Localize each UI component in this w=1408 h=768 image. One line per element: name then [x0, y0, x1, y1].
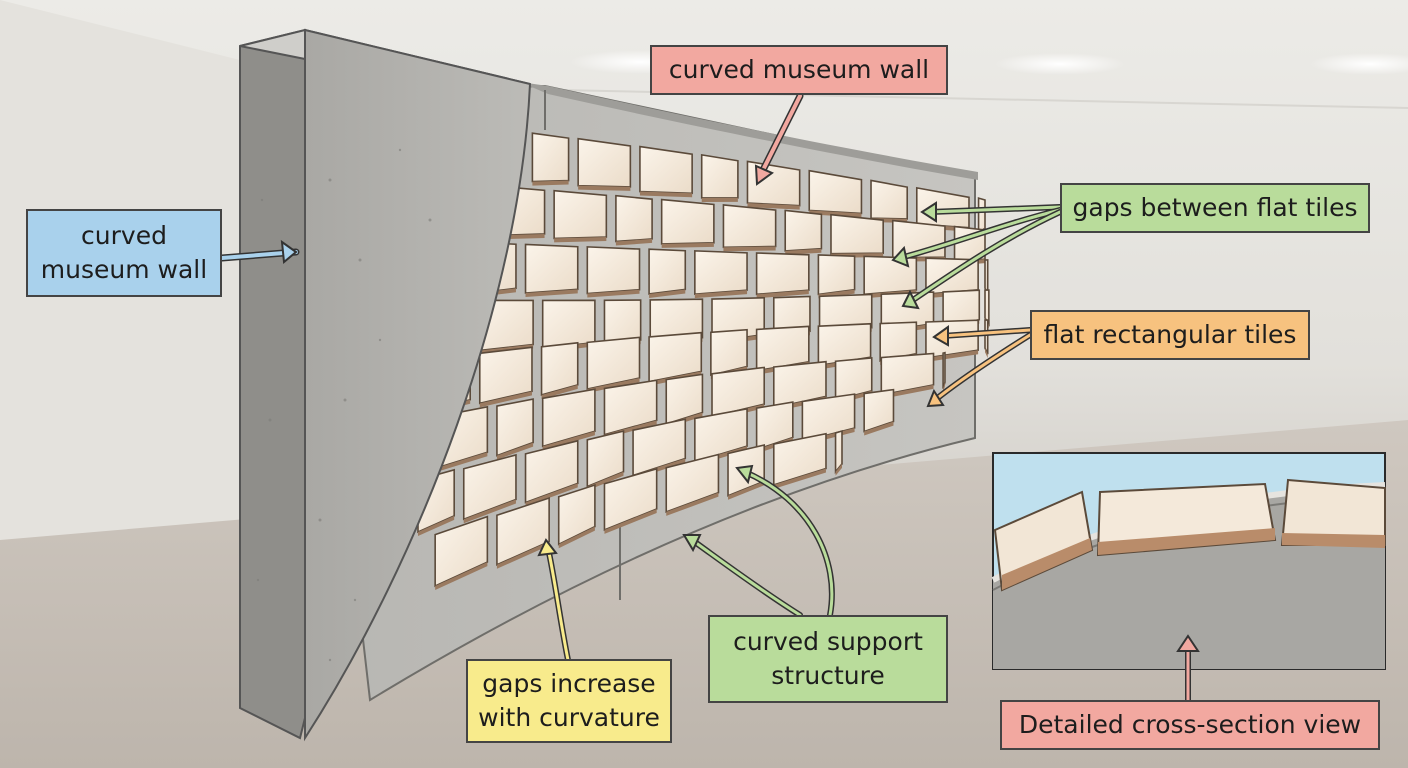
- wall-tile: [784, 209, 823, 252]
- wall-tile-edge: [881, 384, 934, 399]
- wall-tile: [711, 366, 766, 418]
- wall-tile-edge: [728, 481, 765, 500]
- label-flat-tiles: flat rectangular tiles: [1030, 310, 1310, 360]
- wall-tile: [586, 246, 641, 295]
- wall-tile-edge: [747, 203, 800, 210]
- wall-tile: [801, 393, 856, 443]
- wall-tile: [879, 321, 918, 363]
- ceiling-light-2: [995, 53, 1125, 75]
- wall-tile-edge: [925, 350, 979, 363]
- wall-tile: [694, 250, 748, 296]
- wall-tile-edge: [864, 421, 894, 436]
- wall-tile-edge: [532, 180, 569, 186]
- wall-tile: [603, 379, 658, 436]
- wall-tile-edge: [587, 378, 640, 394]
- wall-tile-edge: [496, 541, 550, 569]
- wall-tile-edge: [587, 471, 624, 491]
- cross-section-tile-1: [993, 490, 1094, 592]
- wall-tile: [977, 197, 986, 234]
- wall-tile: [863, 255, 918, 296]
- label-wall-top: curved museum wall: [650, 45, 948, 95]
- label-gaps-increase: gaps increase with curvature: [466, 659, 672, 743]
- wall-tile-edge: [666, 492, 719, 516]
- wall-tile-edge: [479, 391, 532, 408]
- cross-section-tile-3: [1280, 478, 1386, 548]
- wall-tile-edge: [604, 508, 657, 534]
- wall-tile-edge: [809, 210, 862, 218]
- wall-tile: [808, 169, 863, 215]
- label-wall-left: curved museum wall: [26, 209, 222, 297]
- wall-tile-edge: [723, 246, 776, 252]
- wall-tile: [615, 194, 653, 243]
- pillar-front: [304, 28, 532, 742]
- wall-tile-edge: [785, 248, 822, 255]
- pointer-arrows: [218, 92, 1200, 703]
- pillar-side: [239, 28, 306, 740]
- pillar-texture: [256, 148, 432, 662]
- wall-tile-edge: [649, 289, 686, 298]
- wall-tile-edge: [694, 290, 748, 299]
- wall-tile: [639, 145, 693, 195]
- wall-tile: [648, 248, 687, 295]
- wall-tile: [830, 213, 884, 255]
- wall-tile-edge: [496, 442, 534, 460]
- wall-tile-edge: [773, 468, 826, 489]
- wall-tile-edge: [463, 499, 516, 524]
- cross-section-tile-2: [1096, 482, 1277, 557]
- wall-tile: [541, 388, 596, 448]
- wall-tile: [541, 299, 596, 350]
- wall-tile-edge: [554, 237, 607, 243]
- ceiling-light-3: [1310, 53, 1408, 75]
- label-cross-section: Detailed cross-section view: [1000, 700, 1380, 750]
- wall-tile: [603, 299, 642, 348]
- wall-tile: [710, 328, 748, 377]
- wall-tile: [553, 189, 608, 240]
- wall-tile: [700, 153, 739, 199]
- wall-tile-edge: [615, 238, 653, 246]
- wall-tile: [755, 252, 810, 296]
- wall-tile: [665, 453, 720, 514]
- wall-tile-edge: [435, 452, 488, 473]
- wall-tile-edge: [587, 289, 640, 298]
- wall-tile-edge: [541, 384, 578, 399]
- wall-tile: [434, 515, 489, 588]
- wall-tile-edge: [558, 526, 595, 549]
- wall-tile-edge: [578, 185, 631, 191]
- wall-tile-edge: [756, 290, 809, 299]
- wall-tile: [524, 243, 579, 294]
- wall-tile-edge: [418, 515, 455, 536]
- wall-tile: [722, 204, 777, 249]
- wall-tile-edge: [661, 242, 714, 248]
- wall-tile: [880, 352, 935, 396]
- wall-tile-edge: [639, 191, 693, 198]
- cross-section-inset: [991, 452, 1386, 670]
- wall-tile: [531, 132, 570, 183]
- wall-tile: [496, 398, 534, 457]
- label-support: curved support structure: [708, 615, 948, 703]
- label-gaps-flat: gaps between flat tiles: [1060, 183, 1370, 233]
- wall-tile: [984, 259, 989, 295]
- wall-top-edge: [520, 82, 978, 180]
- wall-tile-edge: [525, 289, 578, 298]
- wall-tile: [462, 453, 517, 521]
- wall-tile: [870, 179, 909, 220]
- wall-tile: [817, 254, 856, 296]
- wall-tile: [577, 137, 632, 188]
- wall-tile-edge: [835, 463, 842, 476]
- wall-tile-edge: [701, 197, 738, 202]
- wall-tile-edge: [435, 562, 488, 591]
- wall-tile-edge: [985, 348, 988, 359]
- wall-tile: [660, 198, 715, 245]
